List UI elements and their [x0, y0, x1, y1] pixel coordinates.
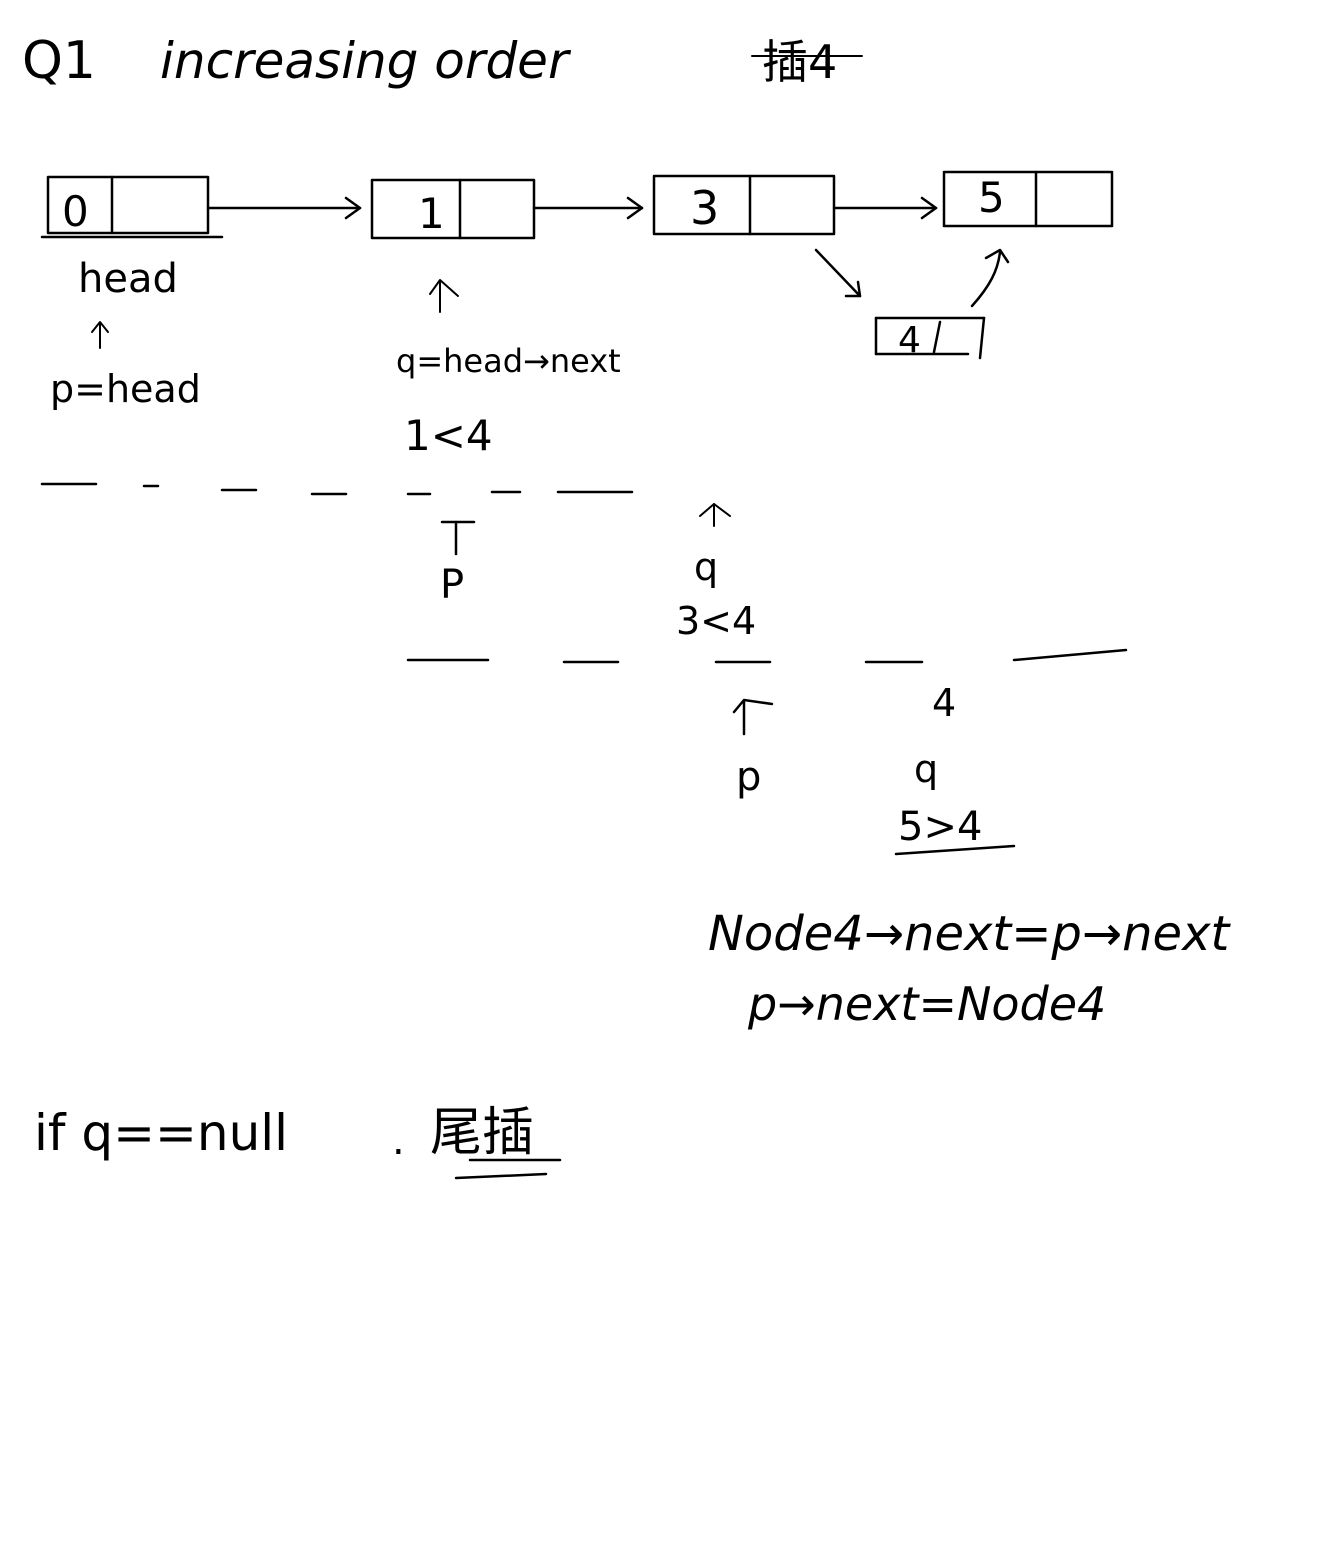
compare-3: 5>4 [898, 804, 982, 850]
q-init-label: q=head→next [396, 342, 621, 380]
tail-dot: . [392, 1118, 405, 1164]
row3-p-arrow [732, 698, 774, 736]
row2-q-label: q [694, 545, 718, 589]
node-box [370, 178, 536, 240]
tail-underline-2 [454, 1172, 548, 1180]
link-arrow-4-5 [970, 248, 1010, 308]
row-separator-2 [406, 648, 1128, 664]
node-value: 4 [898, 320, 921, 361]
insert-step-2: p→next=Node4 [747, 977, 1106, 1031]
node-value: 5 [978, 173, 1005, 222]
head-label: head [78, 256, 178, 302]
tail-insert-label: 尾插 [430, 1103, 534, 1163]
row2-q-arrow [699, 503, 731, 527]
p-up-arrow [91, 321, 109, 349]
topic-label: increasing order [160, 32, 572, 90]
list-node-4: 4 [874, 316, 986, 361]
node-value: 1 [418, 189, 445, 238]
row2-p-arrow [440, 520, 476, 556]
insert-step-1: Node4→next=p→next [708, 906, 1231, 962]
node-box [46, 175, 210, 235]
compare-3-underline [894, 844, 1016, 856]
node-box [652, 174, 836, 236]
p-init-label: p=head [50, 367, 201, 411]
row3-q-label: q [914, 747, 938, 791]
q-up-arrow [429, 279, 459, 313]
row-separator-1 [40, 482, 634, 496]
row2-p-label: P [440, 562, 464, 608]
node-right [978, 316, 986, 360]
node-box [942, 170, 1114, 228]
link-arrow-1-3 [532, 196, 644, 220]
compare-1: 1<4 [404, 411, 493, 460]
link-arrow-3-4 [814, 248, 862, 298]
list-node-5: 5 [942, 170, 1114, 228]
tail-case-label: if q==null [34, 1104, 288, 1162]
row3-p-label: p [736, 754, 761, 800]
list-node-0: 0 [40, 175, 224, 239]
link-arrow-0-1 [206, 196, 362, 220]
question-label: Q1 [22, 31, 96, 91]
link-arrow-3-5 [832, 196, 938, 220]
list-node-3: 3 [652, 174, 836, 236]
list-node-1: 1 [370, 178, 536, 240]
row3-four-label: 4 [932, 681, 956, 725]
compare-2: 3<4 [676, 599, 756, 643]
node-value: 0 [62, 187, 89, 236]
node-divider [932, 320, 942, 354]
insert-mark: 插4 [762, 35, 837, 89]
node-value: 3 [690, 181, 719, 235]
